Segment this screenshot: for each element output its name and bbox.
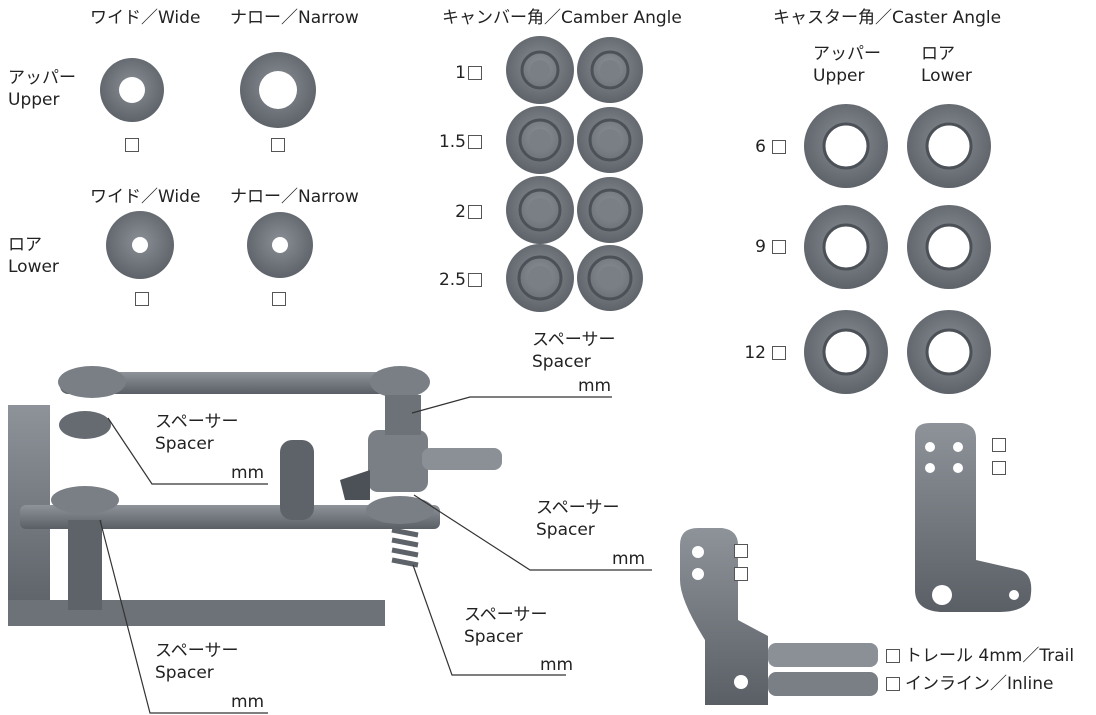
upright-knuckle-icon (680, 528, 878, 705)
checkbox-arm-hole-1[interactable] (992, 438, 1006, 452)
header-wide-lower: ワイド／Wide (90, 187, 201, 207)
caster-option-label: 12 (744, 343, 766, 363)
callout-unit: mm (231, 692, 265, 712)
callout-spacer-jp: スペーサー (155, 641, 239, 661)
checkbox-camber-2[interactable] (468, 205, 482, 219)
steering-arm-icon (915, 423, 1032, 612)
camber-caption-en: Spacer (532, 352, 591, 372)
caster-option-label: 6 (755, 137, 766, 157)
caster-option-label: 9 (755, 237, 766, 257)
callout-spacer-jp: スペーサー (536, 498, 620, 518)
callout-spacer-en: Spacer (464, 627, 523, 647)
caster-angle-title: キャスター角／Caster Angle (773, 8, 1002, 28)
label-upper-en: Upper (8, 90, 60, 110)
caster-spacer-icons (804, 104, 991, 394)
callout-spacer-jp: スペーサー (155, 412, 239, 432)
label-upper-jp: アッパー (8, 68, 76, 88)
callout-unit-top: mm (578, 376, 612, 396)
callout-spacer-en: Spacer (155, 434, 214, 454)
washer-lower-narrow-icon (247, 212, 313, 278)
camber-option-label: 2.5 (438, 270, 466, 290)
callout-unit: mm (612, 549, 646, 569)
callout-spacer-jp: スペーサー (464, 605, 548, 625)
caster-upper-en: Upper (813, 66, 865, 86)
caster-upper-jp: アッパー (813, 44, 881, 64)
caster-lower-en: Lower (921, 66, 972, 86)
checkbox-trail[interactable] (886, 649, 900, 663)
checkbox-camber-1-5[interactable] (468, 135, 482, 149)
checkbox-caster-9[interactable] (772, 240, 786, 254)
checkbox-knuckle-hole-2[interactable] (734, 567, 748, 581)
checkbox-arm-hole-2[interactable] (992, 461, 1006, 475)
checkbox-caster-12[interactable] (772, 346, 786, 360)
camber-option-label: 1.5 (438, 132, 466, 152)
callout-spacer-en: Spacer (155, 663, 214, 683)
callout-unit: mm (540, 655, 574, 675)
checkbox-camber-1[interactable] (468, 66, 482, 80)
checkbox-knuckle-hole-1[interactable] (734, 544, 748, 558)
checkbox-upper-wide[interactable] (125, 138, 139, 152)
callout-spacer-en: Spacer (536, 520, 595, 540)
callout-unit: mm (231, 463, 265, 483)
washer-lower-wide-icon (106, 211, 174, 279)
washer-upper-wide-icon (100, 58, 164, 122)
camber-caption-jp: スペーサー (532, 330, 616, 350)
checkbox-upper-narrow[interactable] (271, 138, 285, 152)
camber-angle-title: キャンバー角／Camber Angle (442, 8, 682, 28)
header-narrow-lower: ナロー／Narrow (230, 187, 359, 207)
checkbox-camber-2-5[interactable] (468, 273, 482, 287)
caster-lower-jp: ロア (921, 44, 955, 64)
suspension-assembly-icon (8, 366, 502, 626)
checkbox-caster-6[interactable] (772, 140, 786, 154)
label-lower-jp: ロア (8, 235, 42, 255)
option-trail-label: トレール 4mm／Trail (905, 646, 1075, 666)
header-narrow-upper: ナロー／Narrow (230, 8, 359, 28)
washer-upper-narrow-icon (240, 52, 316, 128)
camber-option-label: 1 (455, 63, 466, 83)
checkbox-inline[interactable] (886, 677, 900, 691)
checkbox-lower-narrow[interactable] (272, 292, 286, 306)
leader-lines (99, 396, 652, 714)
camber-option-label: 2 (455, 202, 466, 222)
option-inline-label: インライン／Inline (905, 674, 1054, 694)
label-lower-en: Lower (8, 257, 59, 277)
checkbox-lower-wide[interactable] (135, 292, 149, 306)
camber-spacer-icons (506, 36, 643, 312)
header-wide-upper: ワイド／Wide (90, 8, 201, 28)
